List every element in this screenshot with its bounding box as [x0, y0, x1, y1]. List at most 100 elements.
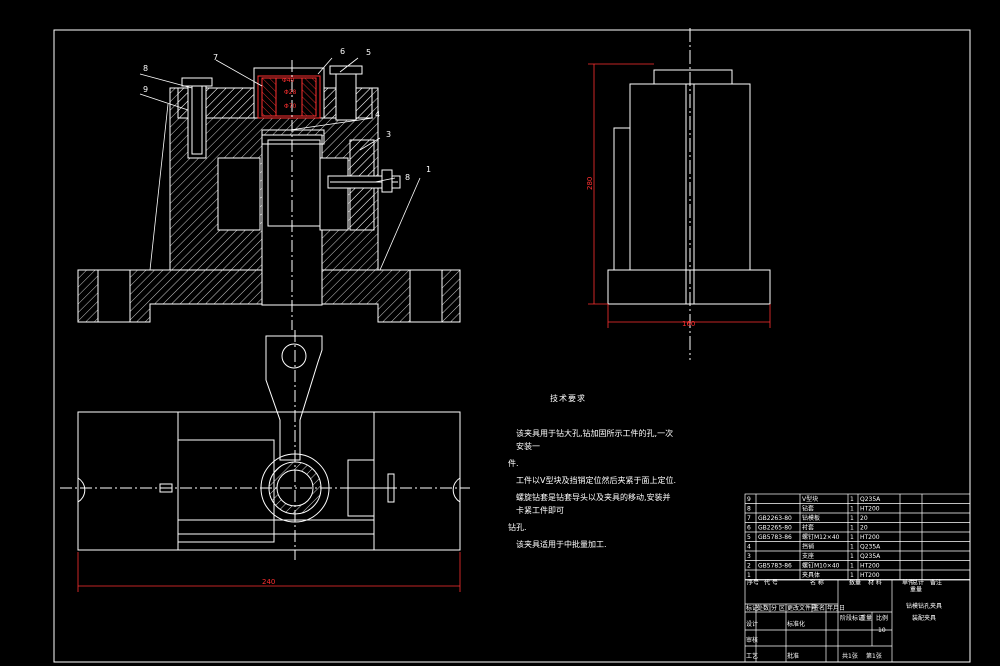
bom-cell-name: 螺钉M10×40: [802, 562, 840, 570]
bom-cell-qty: 1: [850, 506, 854, 513]
bom-cell-no: 4: [747, 544, 751, 551]
bom-cell-no: 9: [747, 496, 751, 503]
bom-cell-qty: 1: [850, 534, 854, 541]
tb-sheet-no: 第1张: [866, 652, 882, 660]
tb-sheets: 共1张: [842, 652, 858, 660]
tech-line-4: 螺旋钻套是钻套导头以及夹具的移动,安装并卡紧工件即可: [516, 493, 671, 515]
bom-cell-code: GB2263-80: [758, 515, 792, 522]
top-dimension: [77, 552, 461, 592]
technical-requirements: 技术要求 该夹具用于钻大孔,钻加固所示工件的孔,一次安装一 件. 工件以V型块及…: [508, 392, 678, 555]
tb-approve: 批准: [787, 652, 799, 660]
dim-side-height: 280: [586, 177, 594, 190]
tb-ratio: 比例: [876, 614, 888, 622]
bom-cell-name: 钻套: [802, 505, 814, 513]
bom-header-qty: 数量: [849, 579, 861, 587]
balloon-5: 5: [366, 48, 371, 57]
front-section-view: [77, 60, 461, 330]
tech-line-2: 件.: [508, 459, 519, 468]
bom-cell-name: 衬套: [802, 524, 814, 532]
bom-cell-name: 挡销: [802, 543, 814, 551]
tech-line-1: 该夹具用于钻大孔,钻加固所示工件的孔,一次安装一: [516, 429, 674, 451]
dim-front-width: 240: [262, 578, 275, 586]
bom-cell-qty: 1: [850, 553, 854, 560]
tb-drawing-title-2: 装配夹具: [912, 614, 936, 622]
bom-cell-no: 1: [747, 572, 751, 579]
title-block-text: 钻模钻孔夹具 装配夹具 10 标记 处数 分 区 更改文件号 签名 年月日 设计…: [746, 602, 942, 660]
tb-drawing-title-1: 钻模钻孔夹具: [906, 602, 942, 610]
fit-label-2: Φ28: [284, 89, 297, 96]
tb-sign: 签名: [813, 604, 825, 612]
fit-label-1: Φ40: [282, 77, 295, 84]
bom-cell-code: GB5783-86: [758, 563, 792, 570]
bom-cell-qty: 1: [850, 525, 854, 532]
bom-header-no: 序号: [747, 579, 759, 587]
fit-label-3: Φ70: [284, 103, 297, 110]
balloon-9: 9: [143, 85, 148, 94]
tb-stage: 阶段标记: [840, 614, 864, 622]
bom-cell-name: 钻模板: [802, 514, 820, 522]
bom-cell-name: 螺钉M12×40: [802, 533, 840, 541]
bom-cell-mat: Q235A: [860, 496, 881, 503]
bom-header-code: 代 号: [764, 579, 778, 587]
balloon-3: 3: [386, 130, 391, 139]
dimension-labels: 240 280 160: [262, 177, 695, 586]
tb-date: 年月日: [827, 604, 845, 612]
bom-cell-mat: HT200: [860, 572, 880, 579]
tb-design: 设计: [746, 620, 758, 628]
side-dimensions: [588, 63, 771, 328]
bom-cell-name: V型块: [802, 495, 818, 503]
fit-labels: Φ40 Φ28 Φ70: [282, 77, 297, 110]
bom-cell-qty: 1: [850, 496, 854, 503]
bom-cell-no: 6: [747, 525, 751, 532]
balloon-8: 8: [143, 64, 148, 73]
tb-zone: 分 区: [771, 604, 785, 612]
bom-cell-qty: 1: [850, 563, 854, 570]
bom-cell-mat: HT200: [860, 534, 880, 541]
balloon-7: 7: [213, 53, 218, 62]
tech-line-5: 钻孔.: [508, 523, 527, 532]
bom-cell-no: 2: [747, 563, 751, 570]
tech-line-6: 该夹具适用于中批量加工.: [516, 540, 607, 549]
bom-header-w2: 总计: [912, 579, 924, 587]
bom-cell-no: 8: [747, 506, 751, 513]
bom-cell-mat: 20: [860, 515, 868, 522]
bom-cell-no: 5: [747, 534, 751, 541]
bom-cell-mat: Q235A: [860, 544, 881, 551]
bom-cell-name: 夹具体: [802, 571, 820, 579]
leader-lines: [139, 57, 421, 271]
bom-cell-mat: Q235A: [860, 553, 881, 560]
bom-cell-qty: 1: [850, 515, 854, 522]
tech-title: 技术要求: [550, 394, 586, 403]
balloon-4: 4: [375, 110, 380, 119]
tb-count: 处数: [757, 604, 769, 612]
tb-weight: 重量: [860, 614, 872, 622]
tb-mark: 标记: [746, 604, 758, 612]
bom-cell-mat: HT200: [860, 563, 880, 570]
tech-line-3: 工件以V型块及挡销定位然后夹紧于面上定位.: [516, 476, 677, 485]
bom-cell-mat: HT200: [860, 506, 880, 513]
balloon-6: 6: [340, 47, 345, 56]
bom-header-mat: 材 料: [868, 579, 882, 587]
side-view: [607, 28, 771, 360]
bom-cell-no: 3: [747, 553, 751, 560]
bom-cell-mat: 20: [860, 525, 868, 532]
tb-change: 更改文件号: [787, 604, 817, 612]
tb-process: 工艺: [746, 652, 758, 660]
bom-cell-qty: 1: [850, 544, 854, 551]
bom-header-name: 名 称: [810, 579, 824, 587]
balloon-1: 1: [426, 165, 431, 174]
tb-std: 标准化: [787, 620, 805, 628]
bom-header-wt: 重量: [910, 586, 922, 594]
dim-side-width: 160: [682, 320, 695, 328]
part-balloons: 7 6 5 8 9 4 3 8 1: [143, 47, 431, 182]
sheet-border: [53, 29, 971, 663]
bom-cell-no: 7: [747, 515, 751, 522]
top-view: [60, 330, 470, 560]
bom-cell-code: GB5783-86: [758, 534, 792, 541]
bom-cell-name: 支座: [802, 552, 814, 560]
bom-header-w1: 单件: [902, 579, 914, 587]
bom-header-note: 备注: [930, 579, 942, 587]
tb-scale: 10: [878, 627, 886, 634]
